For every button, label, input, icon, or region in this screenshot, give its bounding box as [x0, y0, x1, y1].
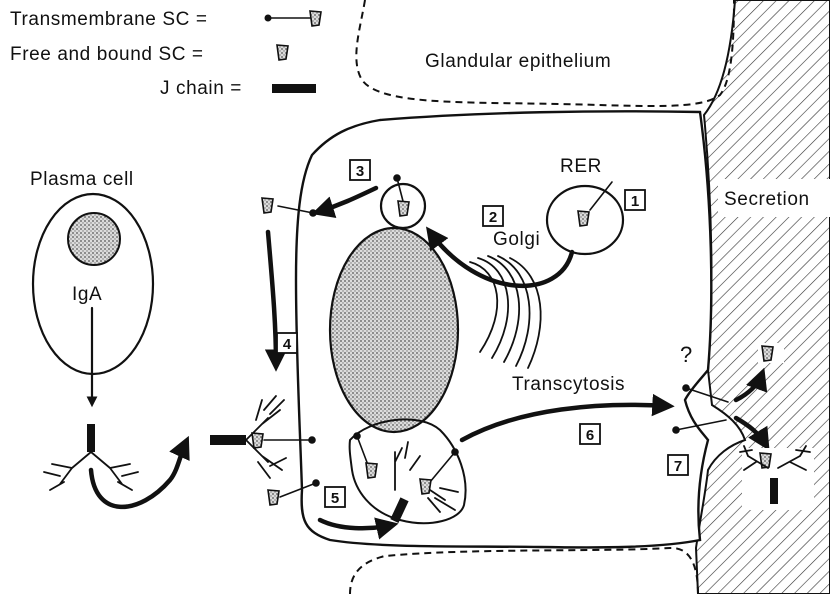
rer-label: RER [560, 156, 602, 177]
step-1: 1 [631, 193, 639, 210]
bound-j-chain [210, 435, 246, 445]
glandular-epithelium-label: Glandular epithelium [425, 51, 611, 72]
lateral-diffusion-arrow [268, 232, 276, 365]
iga-to-cell-arrow [91, 442, 186, 507]
step-5: 5 [331, 490, 339, 507]
legend: Transmembrane SC = Free and bound SC = J… [10, 9, 321, 99]
rer-sc [578, 211, 589, 226]
legend-j-chain-label: J chain = [160, 78, 242, 99]
epithelial-cell: RER Golgi [210, 111, 728, 547]
step-2: 2 [489, 209, 497, 226]
lower-neighbour-cell [350, 548, 698, 594]
released-siga-j-chain [770, 478, 778, 504]
epithelial-cell-nucleus [330, 228, 458, 432]
plasma-cell: Plasma cell IgA [30, 169, 153, 404]
question-mark: ? [680, 342, 693, 367]
dimeric-iga [44, 424, 186, 507]
released-free-sc [762, 346, 773, 361]
legend-j-chain-symbol [272, 84, 316, 93]
iga-label: IgA [72, 284, 102, 305]
dimeric-iga-j-chain [87, 424, 95, 452]
legend-transmembrane-sc-symbol [265, 11, 322, 26]
step-3: 3 [356, 163, 364, 180]
legend-free-bound-sc-symbol [277, 45, 288, 60]
golgi-label: Golgi [493, 229, 540, 250]
legend-transmembrane-sc-label: Transmembrane SC = [10, 9, 208, 30]
step-6: 6 [586, 427, 594, 444]
step-7: 7 [674, 458, 682, 475]
transcytosis-label: Transcytosis [512, 374, 625, 395]
plasma-cell-nucleus [68, 213, 120, 265]
legend-free-bound-sc-label: Free and bound SC = [10, 44, 204, 65]
plasma-cell-label: Plasma cell [30, 169, 134, 190]
step-4: 4 [283, 336, 292, 353]
secretion-label: Secretion [724, 189, 810, 210]
